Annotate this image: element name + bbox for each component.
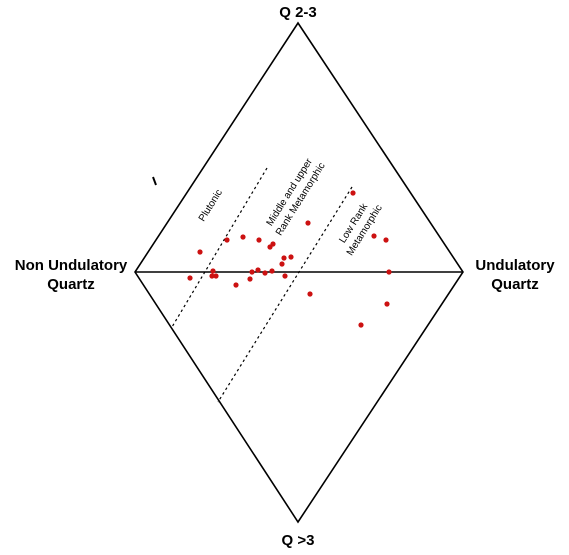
- data-point-22: [307, 291, 313, 297]
- data-point-4: [213, 273, 219, 279]
- data-point-7: [240, 234, 246, 240]
- data-point-19: [269, 268, 275, 274]
- left-vertex-label-line1: Non Undulatory: [15, 257, 128, 274]
- data-point-23: [350, 190, 356, 196]
- data-point-26: [386, 269, 392, 275]
- data-point-21: [282, 273, 288, 279]
- data-point-10: [270, 241, 276, 247]
- data-point-2: [187, 275, 193, 281]
- data-point-14: [233, 282, 239, 288]
- bottom-vertex-label: Q >3: [282, 532, 315, 549]
- top-vertex-label: Q 2-3: [279, 4, 317, 21]
- data-point-11: [281, 255, 287, 261]
- data-point-12: [288, 254, 294, 260]
- data-point-1: [197, 249, 203, 255]
- data-point-5: [209, 273, 215, 279]
- right-vertex-label-line2: Quartz: [491, 276, 539, 293]
- data-point-8: [256, 237, 262, 243]
- left-vertex-label-line2: Quartz: [47, 276, 95, 293]
- data-point-3: [210, 268, 216, 274]
- data-point-27: [384, 301, 390, 307]
- data-point-6: [224, 237, 230, 243]
- plutonic-boundary-line: [171, 167, 268, 328]
- data-point-16: [249, 269, 255, 275]
- data-point-24: [371, 233, 377, 239]
- data-point-25: [383, 237, 389, 243]
- data-point-13: [305, 220, 311, 226]
- data-points-layer: [187, 190, 392, 328]
- data-point-20: [279, 261, 285, 267]
- data-point-17: [255, 267, 261, 273]
- plutonic-region-label: Plutonic: [197, 188, 225, 224]
- metamorphic-boundary-line: [217, 186, 353, 403]
- diamond-outline: [134, 21, 464, 524]
- data-point-15: [247, 276, 253, 282]
- data-point-28: [358, 322, 364, 328]
- data-point-18: [262, 270, 268, 276]
- right-vertex-label-line1: Undulatory: [475, 257, 555, 274]
- edge-tick-mark: [152, 176, 157, 186]
